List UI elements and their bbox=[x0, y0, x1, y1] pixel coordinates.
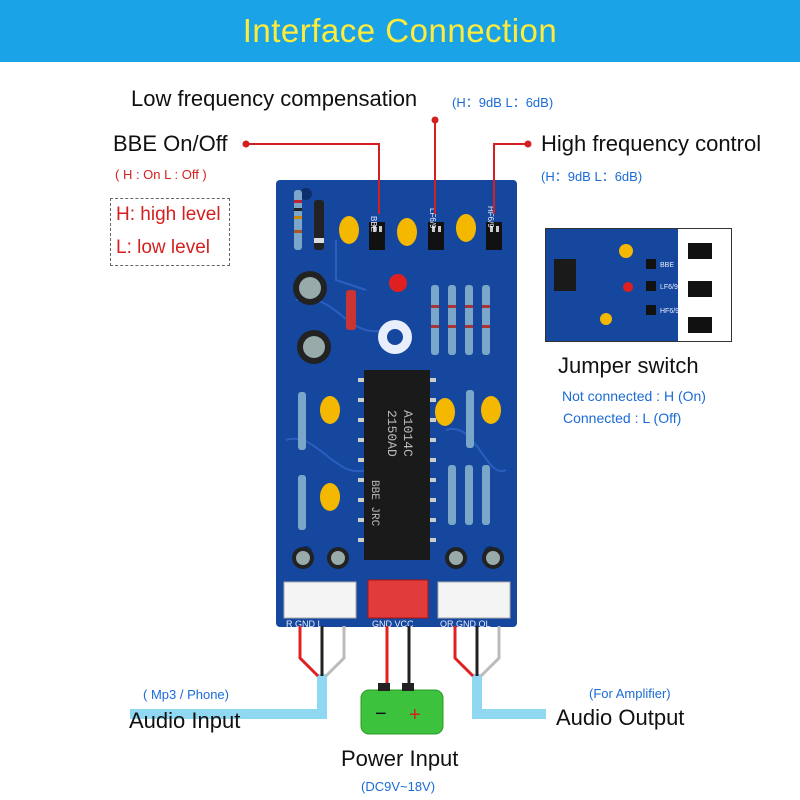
connector-label-power: GND VCC bbox=[372, 619, 414, 627]
battery-plus: + bbox=[409, 704, 421, 726]
resistor bbox=[466, 390, 474, 448]
chip-text-3: BBE JRC bbox=[368, 480, 380, 527]
capacitor bbox=[320, 483, 340, 511]
chip-text-1: 2150AD bbox=[384, 410, 399, 457]
jumper-connected: Connected : L (Off) bbox=[563, 410, 682, 426]
jumper-not-connected: Not connected : H (On) bbox=[562, 388, 706, 404]
jumper-thumbnail-drawing: BBE LF6/9 HF6/9 bbox=[546, 229, 712, 341]
diode-small bbox=[346, 290, 356, 330]
power-connector bbox=[367, 579, 429, 619]
resistor bbox=[298, 392, 306, 450]
thumb-label-lf: LF6/9 bbox=[660, 284, 678, 291]
battery-minus: − bbox=[375, 703, 387, 725]
power-wires bbox=[385, 626, 411, 686]
jumper-label-lf: LF6/9 bbox=[428, 208, 437, 229]
low-freq-note: (H：9dB L：6dB) bbox=[452, 95, 554, 110]
audio-input-connector bbox=[283, 581, 357, 619]
bbe-note: ( H : On L : Off ) bbox=[115, 167, 207, 182]
jumper-label-hf: HF6/9 bbox=[486, 206, 495, 228]
battery-icon bbox=[360, 689, 444, 735]
jumper-cap-icon bbox=[688, 281, 712, 297]
callout-dot bbox=[431, 116, 439, 124]
cables bbox=[130, 674, 546, 719]
audio-output-connector bbox=[437, 581, 511, 619]
title-banner: Interface Connection bbox=[0, 0, 800, 62]
diode bbox=[314, 200, 324, 250]
callout-dot bbox=[242, 140, 250, 148]
jumper-cap-icon bbox=[688, 243, 712, 259]
led bbox=[389, 274, 407, 292]
jumper-thumbnail: BBE LF6/9 HF6/9 bbox=[545, 228, 732, 342]
resistor-bank-lower bbox=[448, 465, 490, 525]
low-level-text: L: low level bbox=[116, 237, 210, 258]
resistor bbox=[294, 190, 302, 250]
thumb-label-bbe: BBE bbox=[660, 262, 674, 269]
high-freq-label: High frequency control bbox=[541, 131, 762, 156]
bbe-label: BBE On/Off bbox=[113, 131, 228, 156]
audio-input-label: Audio Input bbox=[129, 708, 241, 733]
page-title: Interface Connection bbox=[242, 12, 558, 49]
capacitor bbox=[481, 396, 501, 424]
pcb-drawing: BBE LF6/9 HF6/9 bbox=[283, 188, 511, 627]
output-wires bbox=[453, 626, 501, 678]
resistor-bank bbox=[431, 285, 490, 355]
thumb-label-hf: HF6/9 bbox=[660, 308, 679, 315]
chip-text-2: A1014C bbox=[400, 410, 415, 457]
callout-lines bbox=[246, 120, 528, 214]
audio-output-note: (For Amplifier) bbox=[589, 686, 671, 701]
mount-hole bbox=[300, 188, 312, 200]
capacitor bbox=[435, 398, 455, 426]
audio-input-note: ( Mp3 / Phone) bbox=[143, 687, 229, 702]
jumper-cap-icon bbox=[688, 317, 712, 333]
jumper-label-bbe: BBE bbox=[369, 216, 378, 232]
low-freq-label: Low frequency compensation bbox=[131, 86, 418, 111]
audio-output-label: Audio Output bbox=[556, 705, 685, 730]
connector-label-in: R GND L bbox=[286, 619, 323, 627]
level-legend-box bbox=[110, 198, 230, 266]
capacitor bbox=[339, 216, 359, 244]
connector-label-out: OR GND OL bbox=[440, 619, 491, 627]
capacitor bbox=[397, 218, 417, 246]
power-input-label: Power Input bbox=[341, 746, 459, 771]
capacitor bbox=[456, 214, 476, 242]
high-freq-note: (H：9dB L：6dB) bbox=[541, 169, 643, 184]
jumper-title: Jumper switch bbox=[558, 353, 699, 378]
power-input-note: (DC9V~18V) bbox=[361, 779, 436, 794]
pcb-traces bbox=[285, 240, 507, 473]
capacitor bbox=[320, 396, 340, 424]
pcb-board: BBE LF6/9 HF6/9 bbox=[276, 180, 517, 627]
callout-dot bbox=[524, 140, 532, 148]
resistor bbox=[298, 475, 306, 530]
input-wires bbox=[298, 626, 346, 678]
high-level-text: H: high level bbox=[116, 204, 221, 225]
ic-chip bbox=[364, 370, 430, 560]
